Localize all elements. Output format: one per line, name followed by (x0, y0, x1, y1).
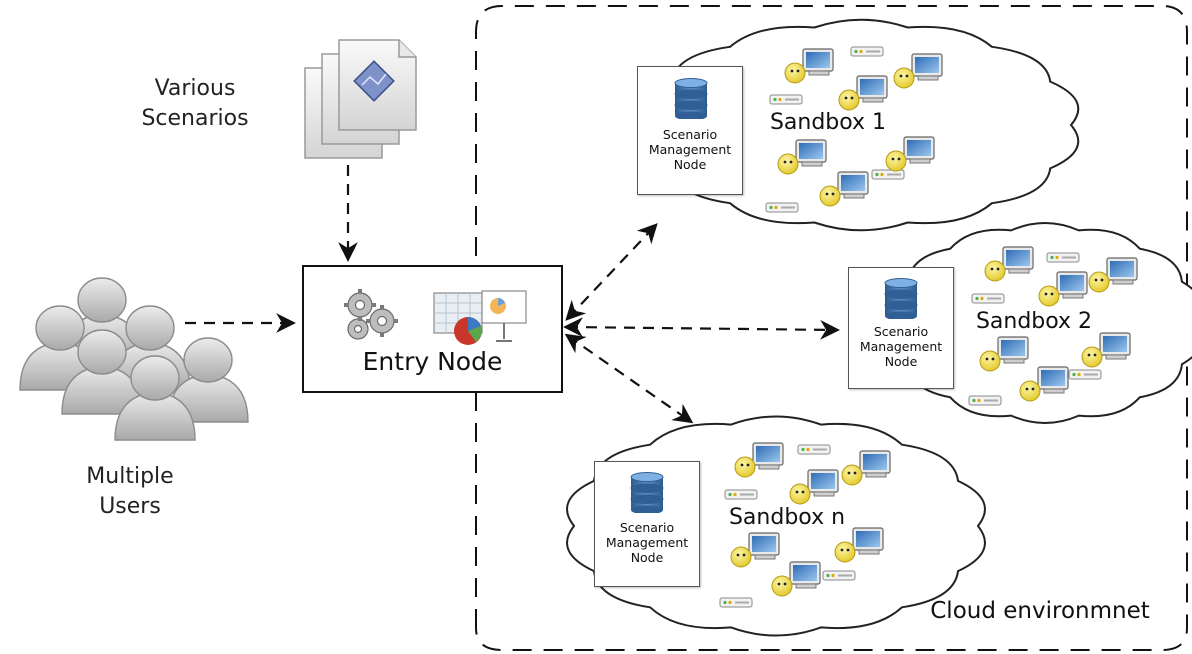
scenario-management-node-label: Scenario Management Node (605, 520, 689, 565)
computer-user-icon (838, 75, 888, 111)
network-switch-icon (724, 489, 758, 500)
network-switch-icon (850, 46, 884, 57)
sandbox-cloud-2 (886, 222, 1192, 424)
computer-user-icon (984, 246, 1034, 282)
cloud-environment-label: Cloud environmnet (930, 598, 1150, 624)
database-icon (674, 78, 708, 119)
sandbox-title: Sandbox 1 (769, 110, 887, 135)
network-switch-icon (797, 444, 831, 455)
entry-node-label: Entry Node (362, 347, 503, 376)
charts-icon (433, 290, 527, 345)
user-group-icon (19, 277, 249, 441)
network-switch-icon (871, 169, 905, 180)
computer-user-icon (885, 136, 935, 172)
computer-user-icon (1019, 366, 1069, 402)
sandbox-cloud-1 (642, 18, 1080, 232)
scenario-management-node: Scenario Management Node (594, 461, 700, 587)
scenario-management-node-label: Scenario Management Node (859, 324, 943, 369)
person-icon (61, 329, 143, 415)
computer-user-icon (789, 469, 839, 505)
computer-user-icon (819, 171, 869, 207)
various-scenarios-label: Various Scenarios (141, 76, 249, 131)
network-switch-icon (769, 94, 803, 105)
computer-user-icon (893, 53, 943, 89)
stacked-document-icon (304, 39, 417, 159)
computer-user-icon (784, 48, 834, 84)
entry-node: Entry Node (302, 265, 563, 393)
cloud-environment-boundary (475, 5, 1188, 651)
computer-user-icon (734, 442, 784, 478)
computer-user-icon (979, 336, 1029, 372)
database-icon (630, 472, 664, 513)
computer-user-icon (777, 139, 827, 175)
computer-user-icon (771, 561, 821, 597)
network-switch-icon (822, 570, 856, 581)
arrow-entry-sandbox-2 (563, 317, 840, 340)
network-switch-icon (765, 202, 799, 213)
scenario-management-node: Scenario Management Node (848, 267, 954, 389)
database-icon (884, 278, 918, 319)
network-switch-icon (719, 597, 753, 608)
computer-user-icon (1038, 271, 1088, 307)
person-icon (114, 355, 196, 441)
computer-user-icon (841, 450, 891, 486)
computer-user-icon (1088, 257, 1138, 293)
scenario-management-node-label: Scenario Management Node (648, 127, 732, 172)
computer-user-icon (1081, 332, 1131, 368)
computer-user-icon (834, 527, 884, 563)
network-switch-icon (968, 395, 1002, 406)
sandbox-title: Sandbox 2 (975, 309, 1093, 334)
scenario-management-node: Scenario Management Node (637, 66, 743, 195)
sandbox-title: Sandbox n (728, 505, 846, 530)
network-switch-icon (1046, 252, 1080, 263)
gears-icon (344, 289, 398, 340)
network-switch-icon (971, 293, 1005, 304)
multiple-users-label: Multiple Users (86, 464, 174, 519)
network-switch-icon (1068, 369, 1102, 380)
arrow-entry-sandbox-1 (565, 223, 658, 321)
arrow-entry-sandbox-n (564, 333, 694, 424)
computer-user-icon (730, 532, 780, 568)
